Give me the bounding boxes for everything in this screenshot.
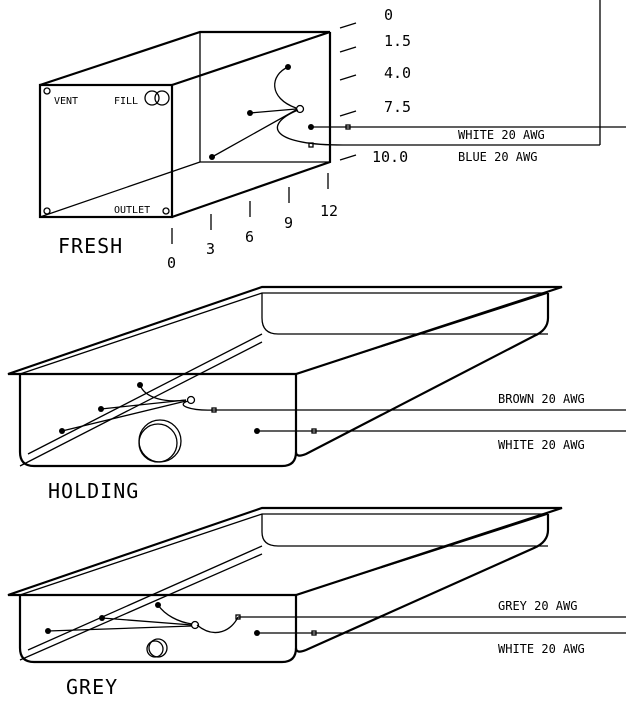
holding-tank-body [7, 285, 563, 468]
depth-tick-2: 6 [245, 228, 254, 246]
holding-tank: BROWN 20 AWG WHITE 20 AWG HOLDING [7, 285, 626, 503]
fresh-depth-scale: 0 3 6 9 12 [167, 173, 338, 272]
grey-tank-title: GREY [66, 675, 118, 699]
grey-wire-2-label: WHITE 20 AWG [498, 642, 585, 656]
height-tick-1: 1.5 [384, 32, 411, 50]
drain-port [43, 207, 51, 215]
outlet-label: OUTLET [114, 205, 150, 216]
depth-tick-1: 3 [206, 240, 215, 258]
fill-port [144, 90, 160, 106]
holding-outlet [138, 419, 182, 463]
fresh-tank-title: FRESH [58, 234, 123, 258]
fresh-wire-1-label: WHITE 20 AWG [458, 128, 545, 142]
holding-sensors [59, 382, 260, 434]
fresh-height-scale: 0 1.5 4.0 7.5 10.0 [339, 6, 411, 166]
fresh-tank-box [38, 30, 332, 219]
fill-label: FILL [114, 96, 138, 107]
fresh-wires: WHITE 20 AWG BLUE 20 AWG [308, 0, 626, 164]
depth-tick-3: 9 [284, 214, 293, 232]
outlet-port [162, 207, 170, 215]
holding-wire-2-label: WHITE 20 AWG [498, 438, 585, 452]
fresh-wire-2-label: BLUE 20 AWG [458, 150, 537, 164]
height-tick-3: 7.5 [384, 98, 411, 116]
grey-tank-body [7, 506, 563, 664]
sensor-connector [295, 104, 305, 114]
fresh-ports: VENT FILL OUTLET [43, 87, 170, 216]
holding-wire-1-label: BROWN 20 AWG [498, 392, 585, 406]
grey-tank: GREY 20 AWG WHITE 20 AWG GREY [7, 506, 626, 699]
vent-label: VENT [54, 96, 78, 107]
depth-tick-4: 12 [320, 202, 338, 220]
height-tick-4: 10.0 [372, 148, 408, 166]
height-tick-2: 4.0 [384, 64, 411, 82]
grey-wire-1-label: GREY 20 AWG [498, 599, 577, 613]
grey-sensors [45, 602, 260, 636]
fresh-sensors [209, 64, 349, 160]
depth-tick-0: 0 [167, 254, 176, 272]
holding-wires: BROWN 20 AWG WHITE 20 AWG [211, 392, 626, 452]
vent-port [43, 87, 51, 95]
holding-tank-title: HOLDING [48, 479, 139, 503]
height-tick-0: 0 [384, 6, 393, 24]
grey-wires: GREY 20 AWG WHITE 20 AWG [235, 599, 626, 656]
fresh-tank: VENT FILL OUTLET WHITE 20 AWG [38, 0, 626, 272]
